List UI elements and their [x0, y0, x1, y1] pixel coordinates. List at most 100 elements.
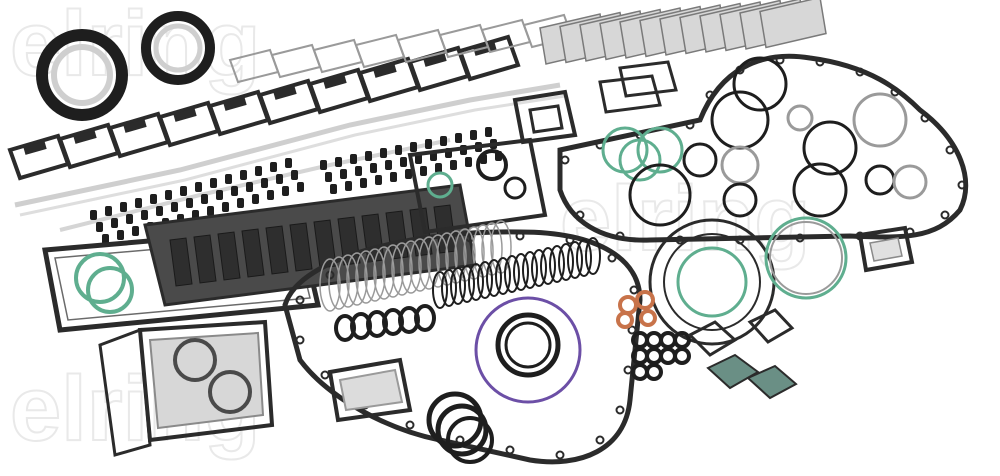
bolt-hole	[623, 365, 633, 375]
rocker-gasket-block	[473, 42, 497, 56]
bolt-hole	[957, 180, 967, 190]
bolt-hole	[405, 420, 415, 430]
valve-stem-seal	[350, 154, 357, 164]
valve-stem-seal	[370, 163, 377, 173]
bolt-hole	[920, 113, 930, 123]
valve-stem-seal	[375, 175, 382, 185]
valve-stem-seal	[390, 172, 397, 182]
rocker-gasket-outline	[312, 38, 364, 74]
small-seal	[673, 347, 691, 365]
small-ring	[477, 261, 493, 299]
valve-stem-seal	[225, 174, 232, 184]
piston-ring	[382, 244, 404, 298]
valve-stem-seal	[210, 178, 217, 188]
bolt-hole	[295, 335, 305, 345]
small-ring	[459, 265, 475, 303]
rocker-gasket-block	[23, 141, 47, 155]
valve-stem-seal	[270, 162, 277, 172]
small-seal	[659, 331, 677, 349]
valve-stem-seal	[410, 142, 417, 152]
valve-stem-seal	[345, 181, 352, 191]
o-ring	[636, 126, 684, 174]
crankshaft-seal-large	[36, 29, 128, 121]
bolt-hole	[555, 450, 565, 460]
valve-stem-seal	[267, 190, 274, 200]
manifold-rib	[313, 219, 337, 269]
o-ring	[892, 164, 928, 200]
valve-stem-seal	[111, 218, 118, 228]
bolt-hole	[595, 435, 605, 445]
piston-ring	[346, 252, 368, 306]
valve-stem-seal	[285, 158, 292, 168]
small-seal	[645, 347, 663, 365]
small-seal	[645, 363, 663, 381]
bolt-hole	[675, 235, 685, 245]
valve-stem-seal	[255, 166, 262, 176]
valve-stem-seal	[380, 148, 387, 158]
square-flange-gasket-right	[857, 225, 915, 273]
rocker-gasket-block	[123, 119, 147, 133]
valve-stem-seal	[252, 194, 259, 204]
valve-stem-seal	[485, 127, 492, 137]
piston-ring	[364, 248, 386, 302]
rocker-gasket-block	[223, 97, 247, 111]
valve-stem-seal	[425, 139, 432, 149]
small-ring	[441, 269, 457, 307]
large-o-rings-right	[648, 216, 848, 346]
valve-stem-seal	[420, 166, 427, 176]
valve-stem-seal	[96, 222, 103, 232]
small-ring	[513, 253, 529, 291]
turbo-flange-gasket	[512, 89, 578, 145]
bolt-hole	[560, 155, 570, 165]
bolt-hole	[705, 90, 715, 100]
valve-stem-seal	[330, 184, 337, 194]
rocker-gasket	[457, 34, 521, 82]
bolt-hole	[795, 233, 805, 243]
bolt-hole	[615, 405, 625, 415]
egr-gasket-pair	[598, 60, 678, 114]
valve-stem-seal	[405, 169, 412, 179]
bolt-hole	[515, 231, 525, 241]
small-ring	[432, 271, 448, 309]
o-ring	[802, 120, 858, 176]
valve-stem-seal	[400, 157, 407, 167]
valve-stem-seal	[282, 186, 289, 196]
cylinder-head-gasket-stack	[539, 0, 827, 65]
gear-case-o-rings	[601, 56, 928, 227]
bolt-hole	[320, 370, 330, 380]
valve-stem-seal	[201, 194, 208, 204]
valve-stem-seal	[415, 154, 422, 164]
piston-ring	[373, 246, 395, 300]
small-ring	[540, 247, 556, 285]
piston-ring	[337, 254, 359, 308]
manifold-gasket-ribs	[169, 204, 457, 287]
bolt-hole	[855, 67, 865, 77]
valve-stem-seals	[90, 127, 502, 244]
o-ring	[628, 163, 692, 227]
valve-stem-seal	[335, 157, 342, 167]
manifold-rib	[217, 231, 241, 281]
valve-stem-seal	[465, 157, 472, 167]
piston-ring	[418, 236, 440, 290]
timing-cover-gasket	[282, 229, 643, 465]
manifold-rib	[241, 228, 265, 278]
valve-stem-seal	[150, 194, 157, 204]
o-ring	[786, 104, 814, 132]
chain-o-ring	[414, 304, 436, 332]
valve-stem-seal	[102, 234, 109, 244]
valve-stem-seal	[470, 130, 477, 140]
o-ring	[682, 142, 718, 178]
valve-stem-seal	[240, 170, 247, 180]
bolt-hole	[629, 285, 639, 295]
bolt-hole	[945, 145, 955, 155]
o-ring-chain	[334, 304, 436, 342]
small-ring	[531, 249, 547, 287]
piston-ring	[355, 250, 377, 304]
small-ring	[576, 239, 592, 277]
valve-stem-seal	[90, 210, 97, 220]
bolt-hole	[565, 235, 575, 245]
valve-stem-seal	[440, 136, 447, 146]
small-ring	[450, 267, 466, 305]
